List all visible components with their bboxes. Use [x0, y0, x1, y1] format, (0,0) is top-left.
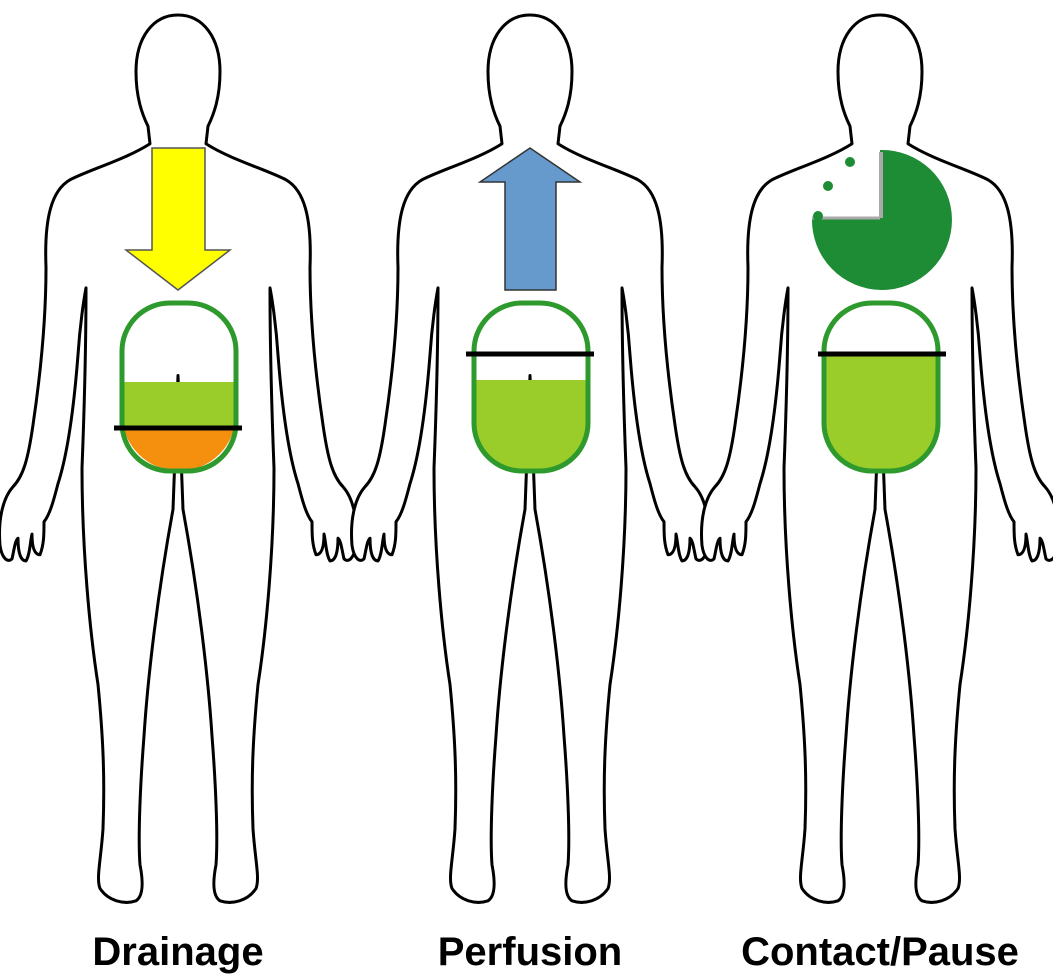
perfusion-label: Perfusion: [360, 928, 700, 976]
fluid-fill: [824, 355, 938, 473]
fluid-fill: [122, 382, 236, 428]
drainage-label: Drainage: [8, 928, 348, 976]
drainage-panel: [0, 15, 356, 902]
contact-panel: [702, 15, 1053, 902]
perfusion-panel: [352, 15, 709, 902]
contact-pause-label: Contact/Pause: [710, 928, 1050, 976]
